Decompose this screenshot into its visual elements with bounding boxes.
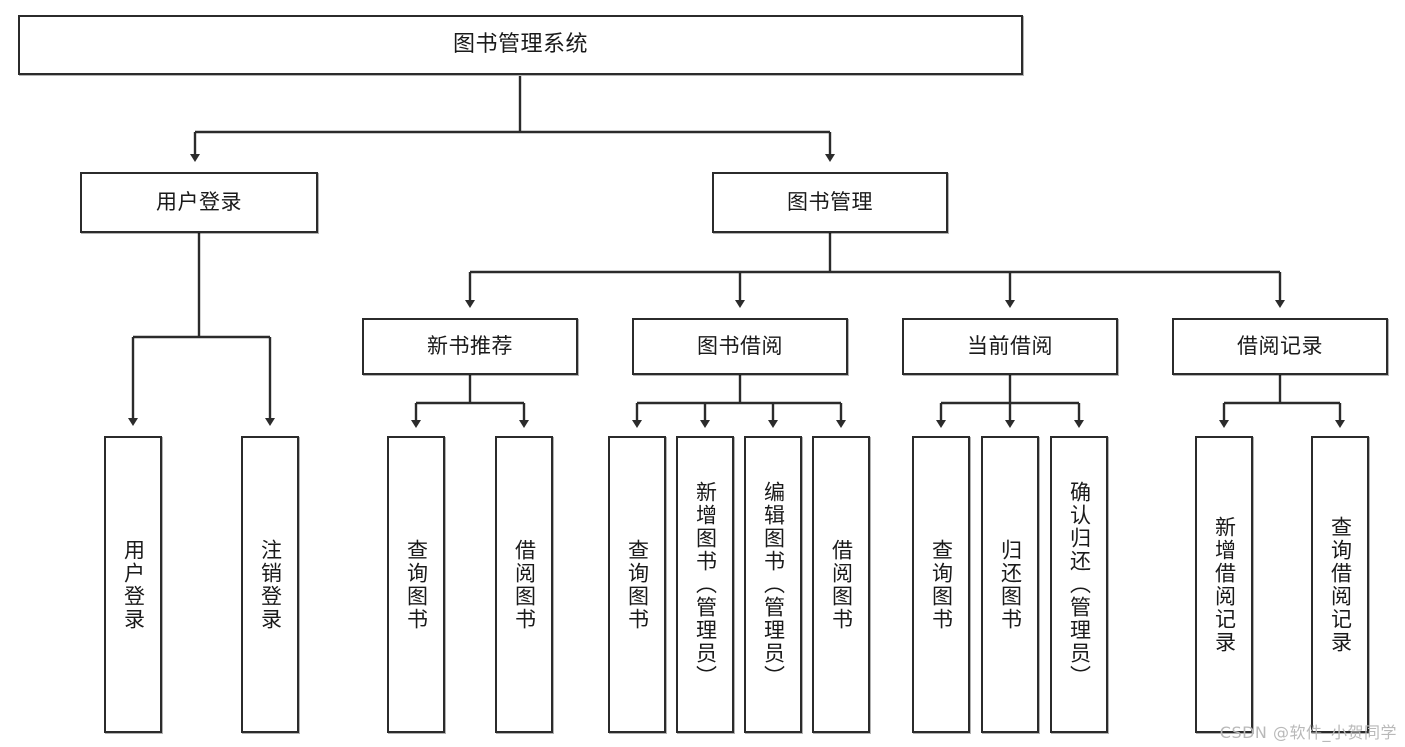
node-book-borrow[interactable]: 图书借阅	[632, 318, 848, 375]
node-label: 用户登录	[156, 189, 242, 214]
leaf-book-borrow-query-book[interactable]: 查询图书	[608, 436, 666, 733]
node-label: 查询借阅记录	[1328, 515, 1353, 654]
leaf-new-book-borrow-book[interactable]: 借阅图书	[495, 436, 553, 733]
node-label: 借阅记录	[1237, 333, 1323, 358]
leaf-user-login-login[interactable]: 用户登录	[104, 436, 162, 733]
node-label: 新书推荐	[427, 333, 513, 358]
leaf-current-borrow-confirm-return-admin[interactable]: 确认归还（管理员）	[1050, 436, 1108, 733]
node-book-management[interactable]: 图书管理	[712, 172, 948, 233]
leaf-book-borrow-add-book-admin[interactable]: 新增图书（管理员）	[676, 436, 734, 733]
node-label: 注销登录	[258, 538, 283, 631]
node-label: 新增图书（管理员）	[693, 481, 718, 688]
leaf-book-borrow-borrow-book[interactable]: 借阅图书	[812, 436, 870, 733]
node-label: 查询图书	[404, 538, 429, 631]
node-label: 图书管理系统	[452, 31, 588, 57]
node-label: 用户登录	[121, 538, 146, 631]
leaf-book-borrow-edit-book-admin[interactable]: 编辑图书（管理员）	[744, 436, 802, 733]
node-label: 编辑图书（管理员）	[761, 481, 786, 688]
node-label: 借阅图书	[512, 538, 537, 631]
node-user-login[interactable]: 用户登录	[80, 172, 318, 233]
node-label: 归还图书	[998, 538, 1023, 631]
csdn-watermark: CSDN @软件_小贺同学	[1219, 723, 1397, 742]
leaf-borrow-record-add-record[interactable]: 新增借阅记录	[1195, 436, 1253, 733]
node-root-system[interactable]: 图书管理系统	[18, 15, 1023, 75]
leaf-current-borrow-return-book[interactable]: 归还图书	[981, 436, 1039, 733]
node-label: 图书管理	[787, 189, 873, 214]
node-label: 查询图书	[929, 538, 954, 631]
leaf-new-book-query-book[interactable]: 查询图书	[387, 436, 445, 733]
node-label: 查询图书	[625, 538, 650, 631]
node-label: 确认归还（管理员）	[1067, 481, 1092, 688]
node-label: 借阅图书	[829, 538, 854, 631]
leaf-borrow-record-query-record[interactable]: 查询借阅记录	[1311, 436, 1369, 733]
node-current-borrow[interactable]: 当前借阅	[902, 318, 1118, 375]
node-label: 当前借阅	[967, 333, 1053, 358]
node-new-book-recommend[interactable]: 新书推荐	[362, 318, 578, 375]
node-label: 图书借阅	[697, 333, 783, 358]
node-borrow-record[interactable]: 借阅记录	[1172, 318, 1388, 375]
leaf-user-login-logout[interactable]: 注销登录	[241, 436, 299, 733]
leaf-current-borrow-query-book[interactable]: 查询图书	[912, 436, 970, 733]
node-label: 新增借阅记录	[1212, 515, 1237, 654]
